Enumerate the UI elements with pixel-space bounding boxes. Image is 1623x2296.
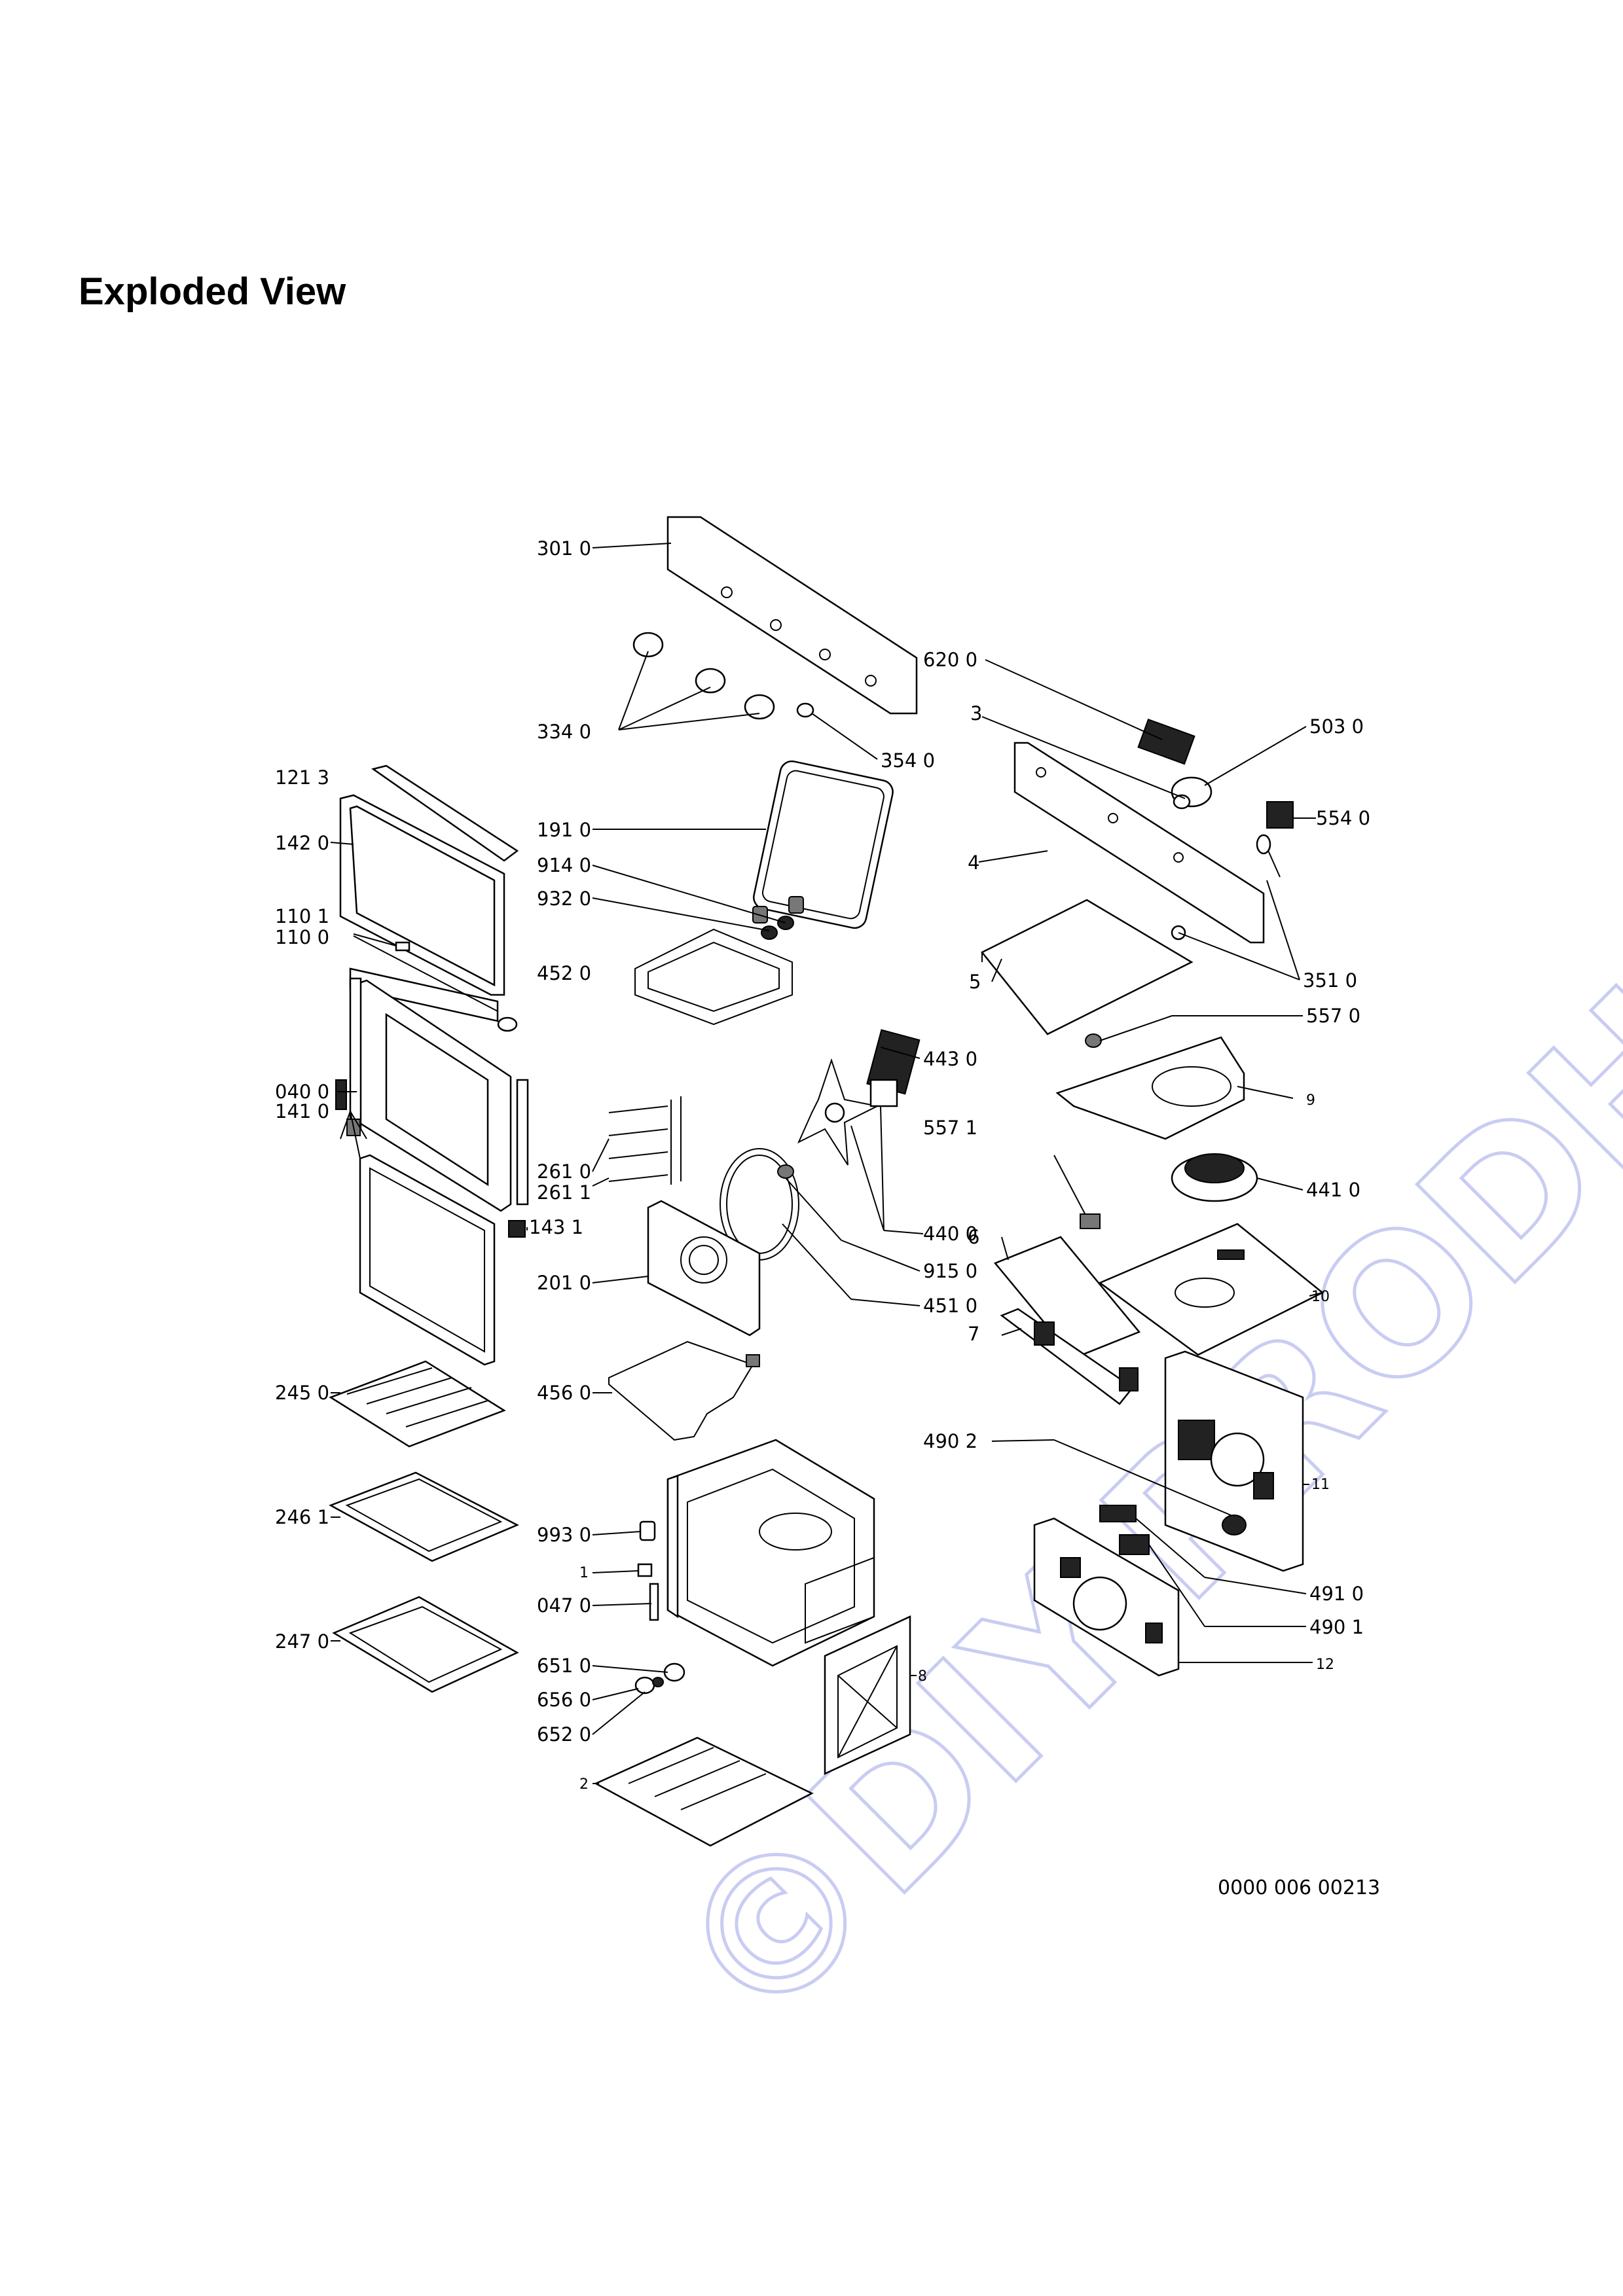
label-261-0: 261 0	[537, 1160, 591, 1183]
label-490-2: 490 2	[923, 1430, 977, 1452]
fan-plate-part	[1055, 1033, 1245, 1140]
label-047-0: 047 0	[537, 1594, 591, 1617]
label-191-0: 191 0	[537, 819, 591, 841]
label-261-1: 261 1	[537, 1181, 591, 1204]
label-142-0: 142 0	[275, 832, 329, 854]
label-651-0: 651 0	[537, 1655, 591, 1677]
cooling-fan-part	[1171, 1153, 1258, 1202]
control-frame-part	[1013, 742, 1265, 944]
label-503-0: 503 0	[1309, 715, 1364, 738]
label-354-0: 354 0	[881, 749, 935, 772]
door-parts	[335, 764, 529, 1366]
label-491-0: 491 0	[1309, 1583, 1364, 1605]
side-panel-part	[824, 1615, 911, 1775]
label-441-0: 441 0	[1306, 1179, 1360, 1201]
label-143-1: 143 1	[529, 1216, 583, 1238]
bracket-part	[1053, 1155, 1101, 1229]
label-5: 5	[969, 971, 981, 993]
label-652-0: 652 0	[537, 1723, 591, 1746]
label-12: 12	[1316, 1657, 1334, 1673]
label-6: 6	[968, 1226, 979, 1248]
connector-parts	[1099, 1505, 1247, 1555]
label-10: 10	[1311, 1289, 1330, 1305]
control-panel-part	[666, 516, 918, 715]
label-2: 2	[579, 1776, 589, 1793]
label-3: 3	[970, 702, 982, 725]
label-656-0: 656 0	[537, 1689, 591, 1711]
frame-part	[993, 1236, 1141, 1405]
label-201-0: 201 0	[537, 1272, 591, 1294]
label-456-0: 456 0	[537, 1382, 591, 1404]
label-620-0: 620 0	[923, 649, 977, 671]
grill-element-part	[634, 896, 804, 1026]
fan-motor-part	[797, 1029, 921, 1166]
label-351-0: 351 0	[1303, 969, 1357, 992]
rear-wall-part	[1033, 1517, 1180, 1677]
oven-cavity-part	[666, 1439, 875, 1667]
fan-cover-part	[647, 1200, 761, 1336]
label-443-0: 443 0	[923, 1048, 977, 1070]
label-141-0: 141 0	[275, 1100, 329, 1122]
thermostat-part	[1137, 718, 1294, 878]
label-040-0: 040 0	[275, 1081, 329, 1103]
label-451-0: 451 0	[923, 1295, 977, 1317]
shelf-parts	[329, 1360, 519, 1693]
label-110-0: 110 0	[275, 926, 329, 948]
label-993-0: 993 0	[537, 1524, 591, 1546]
label-914-0: 914 0	[537, 854, 591, 876]
back-panel-part	[1164, 1350, 1304, 1572]
label-915-0: 915 0	[923, 1260, 977, 1282]
page-title: Exploded View	[79, 270, 346, 313]
label-8: 8	[918, 1668, 927, 1685]
label-4: 4	[968, 852, 979, 874]
label-490-1: 490 1	[1309, 1616, 1364, 1638]
bottom-element-part	[608, 1340, 760, 1441]
side-racks-part	[608, 1096, 682, 1185]
label-334-0: 334 0	[537, 721, 591, 743]
gasket-part	[753, 760, 894, 929]
label-9: 9	[1306, 1092, 1315, 1109]
leader-lines	[330, 543, 1323, 1784]
label-557-1: 557 1	[923, 1117, 977, 1139]
base-panel-part	[594, 1736, 814, 1847]
label-7: 7	[968, 1323, 979, 1345]
label-121-3: 121 3	[275, 766, 329, 789]
label-440-0: 440 0	[923, 1223, 977, 1245]
label-554-0: 554 0	[1316, 807, 1370, 829]
label-1: 1	[579, 1565, 589, 1581]
part-labels: 301 0 334 0 354 0 620 0 3 503 0 554 0 4 …	[275, 537, 1370, 1793]
label-557-0: 557 0	[1306, 1005, 1360, 1027]
drawing-number: 0000 006 00213	[1218, 1876, 1381, 1899]
label-932-0: 932 0	[537, 888, 591, 910]
label-246-1: 246 1	[275, 1506, 329, 1528]
label-11: 11	[1311, 1477, 1330, 1493]
label-110-1: 110 1	[275, 905, 329, 927]
label-245-0: 245 0	[275, 1382, 329, 1404]
label-247-0: 247 0	[275, 1630, 329, 1653]
top-cover-part	[981, 899, 1194, 1035]
label-452-0: 452 0	[537, 962, 591, 984]
knob-parts	[632, 632, 814, 720]
label-301-0: 301 0	[537, 537, 591, 560]
